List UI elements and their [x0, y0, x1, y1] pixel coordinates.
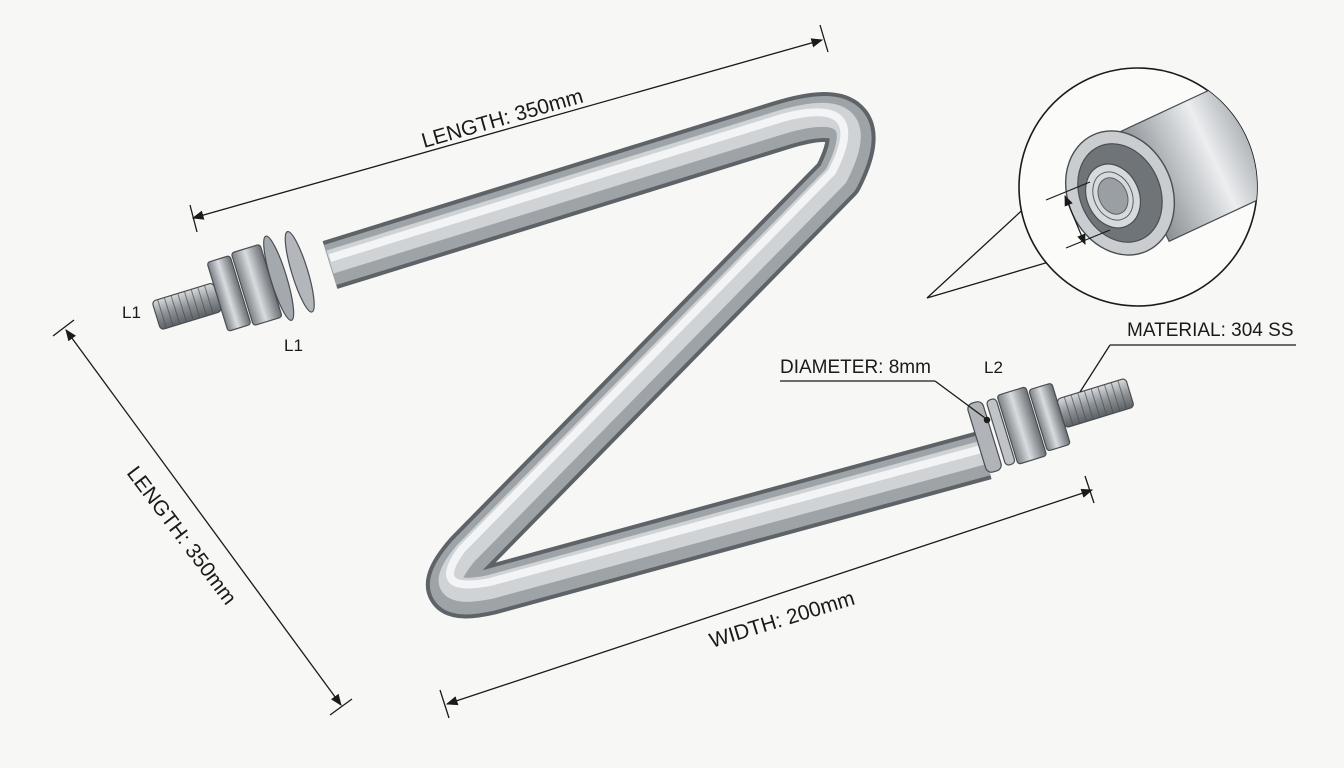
washer-1	[263, 235, 295, 321]
threaded-end-right	[967, 378, 1134, 473]
diameter-label: DIAMETER: 8mm	[780, 357, 931, 378]
label-l1-outer: L1	[122, 303, 141, 322]
material-label: MATERIAL: 304 SS	[1127, 320, 1294, 341]
detail-diameter-arrow	[1045, 181, 1111, 249]
dimension-top-length	[189, 24, 829, 233]
dimension-left-length	[52, 319, 353, 716]
diameter-callout	[780, 380, 991, 424]
left-length-label: LENGTH: 350mm	[122, 462, 241, 609]
label-l1-inner: L1	[284, 336, 303, 355]
z-tube	[322, 92, 992, 619]
threaded-end-left	[152, 230, 315, 332]
hex-nut-outer	[207, 255, 251, 332]
dimension-width	[439, 475, 1095, 719]
label-l2: L2	[984, 358, 1003, 377]
washer-4	[986, 398, 1016, 466]
top-length-label: LENGTH: 350mm	[419, 85, 586, 153]
hex-nut-right-1	[997, 386, 1047, 465]
material-callout	[1079, 344, 1296, 393]
washer-2	[284, 230, 315, 313]
detail-view	[926, 67, 1258, 307]
width-label: WIDTH: 200mm	[707, 587, 858, 653]
washer-3	[967, 401, 1002, 473]
